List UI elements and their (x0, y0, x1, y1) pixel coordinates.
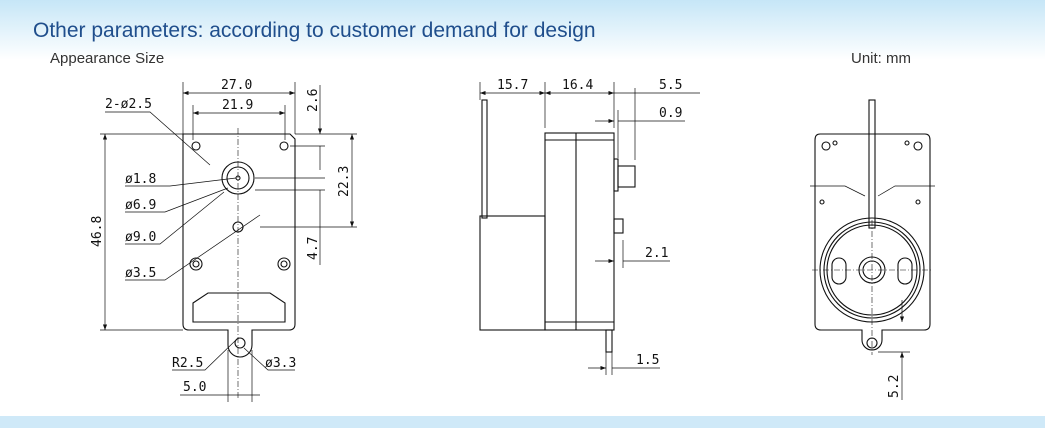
dim-shaft-length: 5.5 (659, 78, 682, 93)
side-view: 15.7 16.4 5.5 0.9 2.1 1.5 (479, 78, 700, 375)
dim-tab-width: 5.0 (183, 380, 206, 395)
dim-top-offset: 2.6 (306, 89, 321, 112)
footer-band (0, 416, 1045, 428)
dim-boss-outer: ø9.0 (125, 230, 156, 245)
dim-hole-offset: 4.7 (306, 237, 321, 260)
dim-hole-spacing: 21.9 (222, 98, 253, 113)
section-title: Appearance Size (50, 50, 165, 67)
dim-height: 46.8 (90, 216, 105, 247)
page-title: Other parameters: according to customer … (33, 19, 596, 42)
unit-label: Unit: mm (851, 50, 911, 67)
dim-tab-radius: R2.5 (172, 356, 203, 371)
header-band (0, 0, 1045, 60)
dim-shaft-to-hole: 22.3 (337, 166, 352, 197)
dim-pin-height: 2.1 (645, 246, 668, 261)
dim-shaft-dia: ø1.8 (125, 172, 156, 187)
dim-width: 27.0 (221, 78, 252, 93)
dim-gearbox-depth: 16.4 (562, 78, 593, 93)
dim-mount-holes: 2-ø2.5 (105, 97, 152, 112)
dim-motor-depth: 15.7 (497, 78, 528, 93)
front-view: 27.0 21.9 2-ø2.5 ø1.8 ø6.9 ø9.0 ø3.5 46.… (90, 78, 357, 402)
dim-tab-hole: ø3.3 (265, 356, 296, 371)
dim-boss-height: 0.9 (659, 106, 682, 121)
rear-view: 5.2 (810, 99, 935, 400)
dim-holes: ø3.5 (125, 266, 156, 281)
dim-tab-offset: 5.2 (887, 375, 902, 398)
dim-plate-thickness: 1.5 (636, 353, 659, 368)
dim-boss-inner: ø6.9 (125, 198, 156, 213)
